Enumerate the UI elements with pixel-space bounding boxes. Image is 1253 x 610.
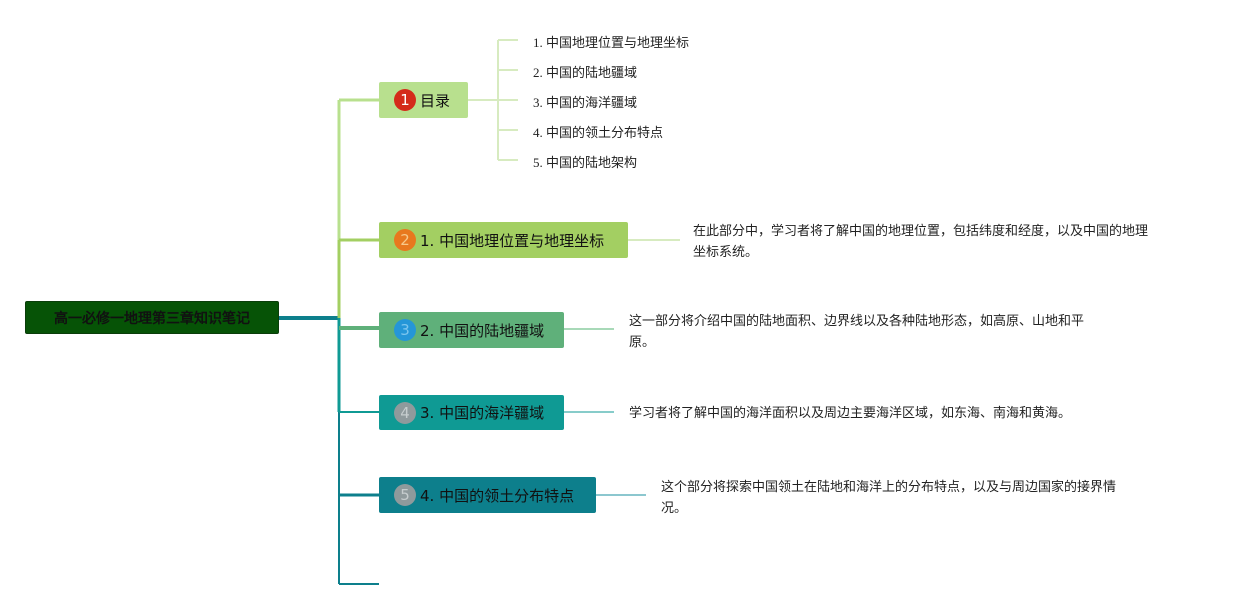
branch-label: 4. 中国的领土分布特点 [420,486,575,505]
branch-3-description: 这一部分将介绍中国的陆地面积、边界线以及各种陆地形态，如高原、山地和平 原。 [629,311,1129,353]
desc-line: 况。 [661,501,688,516]
branch-2-description: 在此部分中，学习者将了解中国的地理位置，包括纬度和经度，以及中国的地理 坐标系统… [693,221,1193,263]
desc-line: 在此部分中，学习者将了解中国的地理位置，包括纬度和经度，以及中国的地理 [693,224,1149,239]
branch-node-4[interactable]: 4 3. 中国的海洋疆域 [379,395,564,430]
root-node[interactable]: 高一必修一地理第三章知识笔记 [25,301,279,334]
branch-label: 1. 中国地理位置与地理坐标 [420,231,605,250]
badge-3-icon: 3 [394,319,416,341]
toc-item-4[interactable]: 4. 中国的领土分布特点 [533,125,664,140]
desc-line: 学习者将了解中国的海洋面积以及周边主要海洋区域，如东海、南海和黄海。 [629,406,1072,421]
desc-line: 坐标系统。 [693,245,759,260]
toc-item-3[interactable]: 3. 中国的海洋疆域 [533,95,638,110]
branch-label: 目录 [420,91,451,110]
root-label: 高一必修一地理第三章知识笔记 [54,310,250,327]
toc-item-1[interactable]: 1. 中国地理位置与地理坐标 [533,35,690,50]
desc-line: 这一部分将介绍中国的陆地面积、边界线以及各种陆地形态，如高原、山地和平 [629,314,1085,329]
badge-4-icon: 4 [394,401,416,424]
toc-item-2[interactable]: 2. 中国的陆地疆域 [533,65,638,80]
desc-line: 原。 [629,335,656,350]
badge-5-icon: 5 [394,484,416,506]
desc-line: 这个部分将探索中国领土在陆地和海洋上的分布特点，以及与周边国家的接界情 [661,480,1117,495]
branch-4-description: 学习者将了解中国的海洋面积以及周边主要海洋区域，如东海、南海和黄海。 [629,403,1149,424]
badge-2-icon: 2 [394,229,416,251]
branch-node-toc[interactable]: 1 目录 [379,82,468,118]
branch-node-3[interactable]: 3 2. 中国的陆地疆域 [379,312,564,348]
branch-5-description: 这个部分将探索中国领土在陆地和海洋上的分布特点，以及与周边国家的接界情 况。 [661,477,1161,519]
badge-1-icon: 1 [394,89,416,111]
branch-node-5[interactable]: 5 4. 中国的领土分布特点 [379,477,596,513]
branch-label: 3. 中国的海洋疆域 [420,404,545,422]
branch-label: 2. 中国的陆地疆域 [420,321,545,340]
branch-node-2[interactable]: 2 1. 中国地理位置与地理坐标 [379,222,628,258]
toc-item-5[interactable]: 5. 中国的陆地架构 [533,155,638,170]
